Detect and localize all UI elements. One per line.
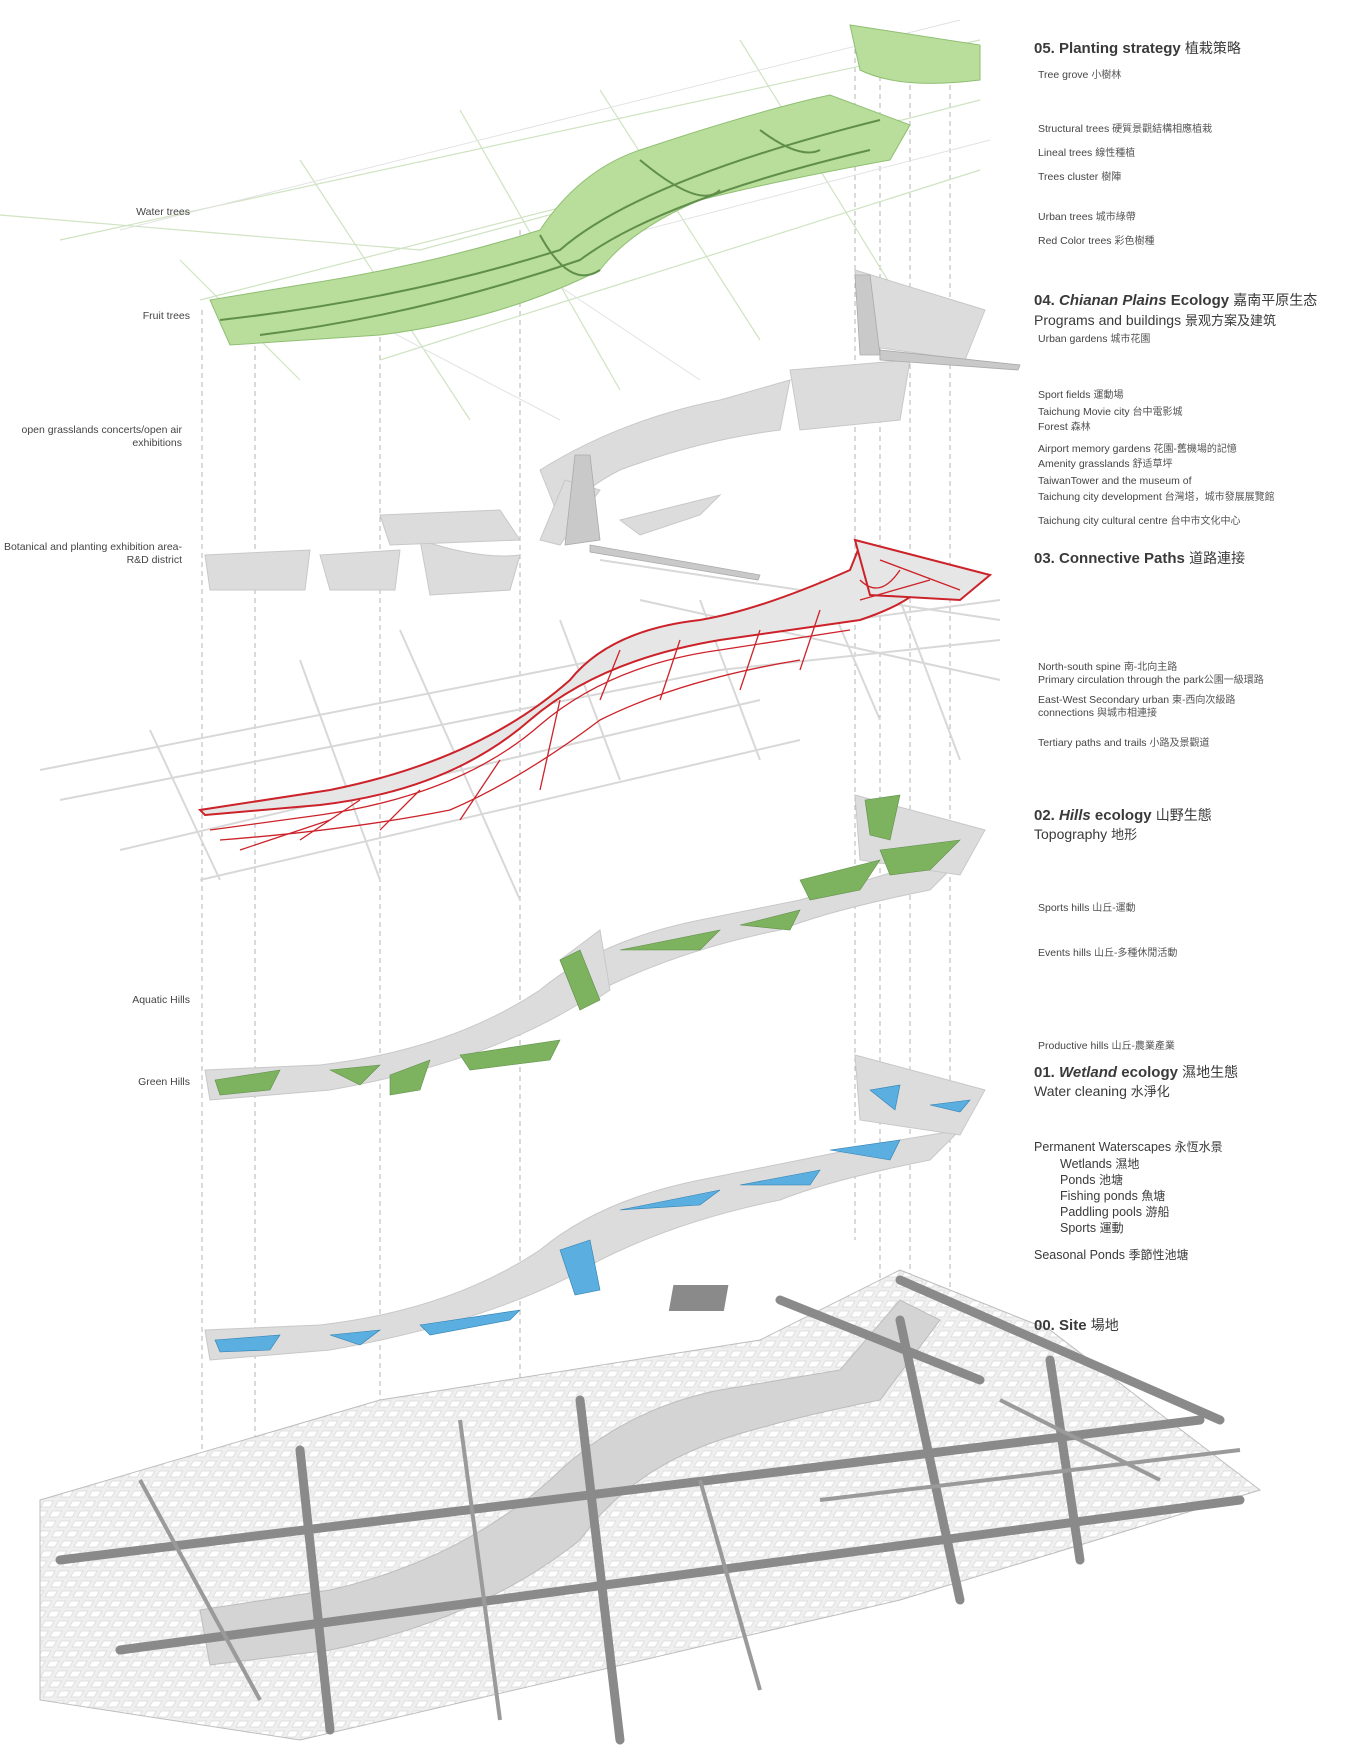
label-green-hills: Green Hills xyxy=(138,1076,190,1088)
tower-forms xyxy=(564,274,1021,581)
layer-hills xyxy=(204,794,986,1101)
heading-hills-ecology: 02. Hills ecology 山野生態 xyxy=(1034,807,1212,824)
water-item: Permanent Waterscapes 永恆水景 xyxy=(1034,1140,1223,1154)
layer-programs xyxy=(204,269,986,596)
planting-item: Red Color trees 彩色樹種 xyxy=(1038,235,1155,247)
path-item: Primary circulation through the park公園一級… xyxy=(1038,674,1264,686)
hill-item: Events hills 山丘-多種休閒活動 xyxy=(1038,947,1178,959)
program-item: Forest 森林 xyxy=(1038,421,1091,433)
alignment-lines xyxy=(201,40,951,1520)
program-item: TaiwanTower and the museum of xyxy=(1038,475,1192,487)
planting-band xyxy=(209,94,911,346)
planting-item: Structural trees 硬質景觀結構相應植栽 xyxy=(1038,123,1213,135)
path-item: Tertiary paths and trails 小路及景觀道 xyxy=(1038,737,1210,749)
hill-item: Productive hills 山丘-農業產業 xyxy=(1038,1040,1175,1052)
water-item: Wetlands 濕地 xyxy=(1060,1157,1140,1171)
heading-planting-strategy: 05. Planting strategy 植栽策略 xyxy=(1034,40,1241,57)
water-item: Sports 運動 xyxy=(1060,1221,1124,1235)
subheading-water-cleaning: Water cleaning 水淨化 xyxy=(1034,1083,1170,1100)
water-item: Paddling pools 游船 xyxy=(1060,1205,1170,1219)
layer-site xyxy=(39,1269,1262,1745)
program-item: Sport fields 運動場 xyxy=(1038,389,1124,401)
heading-connective-paths: 03. Connective Paths 道路連接 xyxy=(1034,550,1246,567)
layer-paths xyxy=(39,538,1001,901)
label-open-grasslands: open grasslands concerts/open air exhibi… xyxy=(21,424,182,450)
heading-wetland-ecology: 01. Wetland ecology 濕地生態 xyxy=(1034,1064,1239,1081)
label-botanical-exhibition: Botanical and planting exhibition area-R… xyxy=(3,541,182,567)
subheading-programs: Programs and buildings 景观方案及建筑 xyxy=(1034,312,1276,329)
program-item: Amenity grasslands 舒适草坪 xyxy=(1038,458,1173,470)
program-item: Urban gardens 城市花園 xyxy=(1038,333,1151,345)
layer-planting xyxy=(0,19,991,421)
program-item: Taichung city development 台灣塔，城市發展展覽館 xyxy=(1038,491,1275,503)
water-item: Fishing ponds 魚塘 xyxy=(1060,1189,1166,1203)
heading-site: 00. Site 場地 xyxy=(1034,1317,1119,1334)
program-item: Airport memory gardens 花園-舊機場的記憶 xyxy=(1038,443,1237,455)
path-item: East-West Secondary urban 東-西向次級路 xyxy=(1038,694,1236,706)
water-item: Ponds 池塘 xyxy=(1060,1173,1123,1187)
layer-wetland xyxy=(204,1054,986,1361)
path-item: connections 與城市相連接 xyxy=(1038,707,1157,719)
label-aquatic-hills: Aquatic Hills xyxy=(132,994,190,1006)
subheading-topography: Topography 地形 xyxy=(1034,826,1138,843)
planting-item: Urban trees 城市綠帶 xyxy=(1038,211,1136,223)
label-water-trees: Water trees xyxy=(136,206,190,218)
hill-item: Sports hills 山丘-運動 xyxy=(1038,902,1136,914)
water-item: Seasonal Ponds 季節性池塘 xyxy=(1034,1248,1189,1262)
path-item: North-south spine 南-北向主路 xyxy=(1038,661,1178,673)
path-band xyxy=(197,543,932,817)
planting-item: Trees cluster 樹陣 xyxy=(1038,171,1122,183)
program-item: Taichung Movie city 台中電影城 xyxy=(1038,406,1183,418)
program-item: Taichung city cultural centre 台中市文化中心 xyxy=(1038,515,1241,527)
planting-item: Lineal trees 線性種植 xyxy=(1038,147,1136,159)
label-fruit-trees: Fruit trees xyxy=(142,310,190,322)
planting-item: Tree grove 小樹林 xyxy=(1038,69,1122,81)
heading-chianan-plains: 04. Chianan Plains Ecology 嘉南平原生态 xyxy=(1034,292,1318,309)
